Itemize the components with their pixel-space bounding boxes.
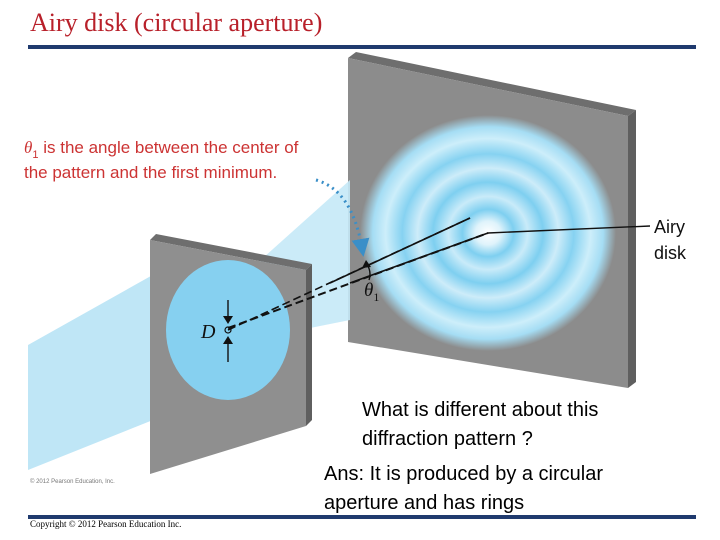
theta-note-line2: the pattern and the first minimum. (24, 163, 277, 182)
angle-symbol: θ (364, 280, 373, 301)
answer-text: Ans: It is produced by a circular apertu… (324, 460, 603, 518)
theta-note-text: is the angle between the center of (43, 138, 298, 157)
aperture-screen-side (306, 264, 312, 426)
theta-note-line1: θ1 is the angle between the center of (24, 138, 299, 161)
theta-arrowhead (362, 260, 371, 268)
question-text: What is different about this diffraction… (362, 396, 598, 454)
title-underline (28, 45, 696, 49)
annotation-arrow (315, 178, 370, 257)
question-line1: What is different about this (362, 399, 599, 421)
airy-label-line1: Airy (654, 217, 685, 237)
diameter-arrowhead-top (223, 316, 233, 324)
theta-note-subscript: 1 (32, 149, 38, 161)
footer-rule (28, 515, 696, 519)
angle-subscript: 1 (373, 290, 379, 304)
aperture-screen-edge (150, 234, 312, 270)
answer-line1: Ans: It is produced by a circular (324, 463, 604, 485)
airy-label-line2: disk (654, 243, 687, 263)
diameter-arrowhead-bottom (223, 336, 233, 344)
central-ray-solid (349, 232, 489, 284)
back-screen-side (628, 110, 636, 388)
aperture-center-dot (224, 326, 232, 334)
airy-label-pointer (487, 225, 651, 234)
copyright-footer: Copyright © 2012 Pearson Education Inc. (30, 519, 182, 529)
question-line2: diffraction pattern ? (362, 428, 533, 450)
answer-line2: aperture and has rings (324, 492, 525, 514)
first-minimum-ray-solid (329, 217, 471, 284)
theta-angle-label: θ1 (364, 280, 379, 304)
aperture-diameter-label: D (200, 321, 216, 343)
incoming-beam (28, 272, 158, 470)
theta-note-symbol: θ (24, 138, 32, 157)
back-screen-edge (348, 52, 636, 116)
slide-title: Airy disk (circular aperture) (30, 8, 323, 37)
figure-copyright: © 2012 Pearson Education, Inc. (30, 478, 115, 485)
